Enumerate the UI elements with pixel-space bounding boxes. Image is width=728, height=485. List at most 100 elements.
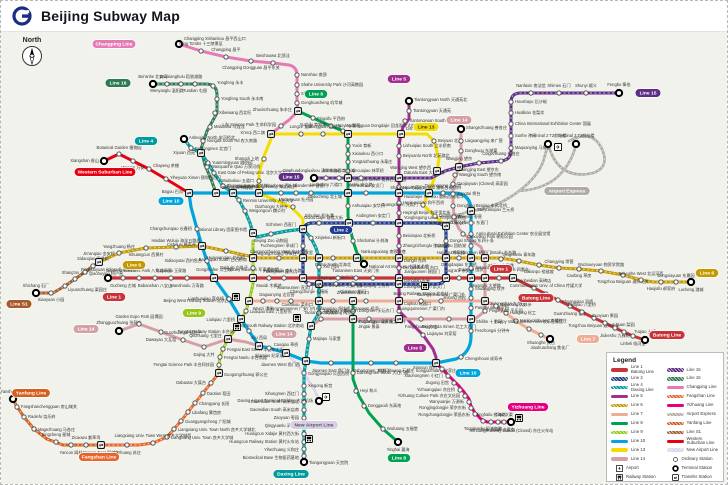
station-gucheng[interactable]: Gucheng 古城: [110, 275, 136, 288]
station-xiaoyuan[interactable]: Xiaoyuan 小园: [38, 290, 64, 302]
station-jiangtai[interactable]: Jiangtai 将台: [450, 190, 481, 197]
station-ping'anli[interactable]: ⇄Ping'anli 平安里: [284, 249, 323, 262]
station-fengbo[interactable]: Fengbo 俸伯: [607, 81, 631, 98]
station-yongtaizhuang[interactable]: Yongtaizhuang 永泰庄: [345, 158, 392, 165]
station-babaoshan[interactable]: Babaoshan 八宝山: [138, 275, 172, 288]
station-haidian[interactable]: Haidian Wuluju 海淀五路居: [151, 237, 201, 250]
station-liyuanzhuang[interactable]: Liyuanzhuang 栗园庄: [62, 283, 107, 292]
station-hepingxiqiao[interactable]: Hepingxiqiao 和平西桥: [396, 199, 444, 206]
station-terminal[interactable]: Terminal 3 T3航站楼: [557, 132, 595, 149]
station-liyuan[interactable]: Liyuan 梨园: [613, 321, 635, 335]
station-panjiayuan[interactable]: Panjiayuan 潘家园: [468, 304, 509, 311]
station-datunlu[interactable]: ⇄Datunlu East 大屯路东: [395, 169, 445, 182]
station-liangxiang[interactable]: Liangxiang Univ. Town 良乡大学城: [164, 434, 233, 440]
station-wuzixueyuan[interactable]: Wuzixueyuan 物资学院路: [578, 261, 624, 274]
station-yizhuang[interactable]: Yizhuang Railway Station (Closed) 亦庄火车站: [469, 414, 553, 434]
station-changying[interactable]: Changying 常营: [545, 258, 574, 271]
station-shichahai[interactable]: Shichahai 什刹海: [350, 237, 389, 244]
station-liuliqiao[interactable]: Liuliqiao East 六里桥东: [243, 308, 292, 314]
station-shimen[interactable]: Shimen 石门: [547, 82, 571, 96]
station-beiyuanlu[interactable]: Beiyuanlu North 北苑路北: [396, 152, 450, 159]
station-garden[interactable]: Garden Expo Park 园博园: [115, 313, 163, 327]
station-botanical[interactable]: Botanical Garden 植物园: [96, 144, 142, 157]
station-yong'anli[interactable]: Yong'anli 永安里: [444, 267, 474, 281]
station-laiguangying[interactable]: Laiguangying 来广营: [458, 137, 503, 144]
station-fuxingmen[interactable]: ⇄Fuxingmen 复兴门: [263, 268, 307, 282]
station-bajiao[interactable]: Bajiao Amusement Park 八角游乐园: [106, 267, 172, 281]
station-dahongmen[interactable]: Dahongmen South 大红门南: [350, 369, 409, 376]
station-wangjing[interactable]: ⇄Wangjing West 望京西: [390, 164, 441, 175]
station-pingxifu[interactable]: Pingxifu 平西府: [317, 115, 345, 129]
station-wanzi[interactable]: Wanzi 湾子: [253, 298, 274, 311]
station-wangfujing[interactable]: Wangfujing 王府井: [356, 275, 390, 288]
station-fangzhuang[interactable]: Fangzhuang 方庄: [405, 316, 437, 329]
station-dengshikou[interactable]: Dengshikou 灯市口: [396, 264, 438, 271]
station-zhongguancun[interactable]: Zhongguancun 中关村: [220, 182, 268, 189]
station-wanshoulu[interactable]: Wanshoulu 万寿路: [170, 275, 204, 288]
station-qinghuadongluxikou[interactable]: Qinghuadongluxikou 清华东路西口: [282, 167, 346, 183]
station-huayuanqiao[interactable]: Huayuanqiao 花园桥: [207, 248, 245, 260]
station-cuigezhuang[interactable]: Cuigezhuang 崔各庄: [482, 150, 520, 164]
station-chengshousi[interactable]: Chengshousi 成寿寺: [458, 354, 502, 361]
station-xingcheng[interactable]: Xingcheng 星城: [42, 431, 71, 445]
station-majiapu[interactable]: Majiapu 马家堡: [306, 335, 341, 342]
station-rongjingdongjie[interactable]: Rongjingdongjie 荣京东街: [419, 404, 474, 411]
station-baliqiao[interactable]: Baliqiao 八里桥: [568, 301, 596, 315]
station-tongzhou[interactable]: Tongzhou Beiyuan 通州北苑: [568, 315, 620, 328]
station-puhuangyu[interactable]: ⇄Puhuangyu 蒲黄榆: [359, 315, 403, 324]
station-xingong[interactable]: Xingong 新宫: [301, 382, 332, 389]
station-wudaokou[interactable]: Wudaokou 五道口: [221, 177, 262, 184]
station-shaoyaoju[interactable]: ⇄Shaoyaoju 芍药居: [390, 184, 433, 197]
station-yuanmingyuan[interactable]: Yuanmingyuan 圆明园: [205, 160, 253, 166]
station-liangmaqiao[interactable]: Liangmaqiao 亮马桥: [429, 219, 474, 226]
station-tiantongyuan[interactable]: Tiantongyuan North 天通苑北: [404, 96, 467, 106]
station-yancun[interactable]: Yancun 阎村: [60, 442, 83, 455]
station-nanshao[interactable]: Nanshao 南邵: [294, 71, 327, 78]
station-yinghai[interactable]: Yinghai 瀛海: [387, 437, 410, 452]
station-raolefu[interactable]: Raolefu 饶乐府: [21, 413, 56, 420]
station-pingleyuan[interactable]: Pingleyuan 平乐园: [482, 307, 523, 314]
station-yongfeng[interactable]: Yongfeng 永丰: [210, 79, 244, 89]
station-ming[interactable]: Ming Tombs 十三陵景区: [179, 40, 223, 54]
station-mudanyuan[interactable]: Mudanyuan 牡丹园: [279, 190, 314, 202]
station-dongsi[interactable]: ⇄Dongsi 东四: [395, 254, 426, 263]
station-jishuitan[interactable]: Jishuitan 积水潭: [304, 212, 334, 226]
station-daotian[interactable]: Daotian 稻田: [200, 390, 231, 396]
station-sunhe[interactable]: Sunhe 孙河: [508, 132, 536, 139]
station-suzhou[interactable]: ⇄Suzhou Street 苏州街: [212, 183, 260, 197]
station-dongsi[interactable]: Dongsi Shitiao 东四十条: [443, 237, 494, 244]
station-guogongzhuang[interactable]: ⇄Guogongzhuang 郭公庄: [215, 369, 268, 377]
station-wufutang[interactable]: Wufutang 五福堂: [380, 425, 418, 432]
station-tiantongyuan[interactable]: Tiantongyuan South 天通苑南: [402, 117, 463, 124]
station-baishiqiao[interactable]: ⇄Baishiqiao South 白石桥南: [199, 254, 257, 262]
station-huoying[interactable]: ⇄Huoying 霍营: [336, 122, 360, 138]
station-xiaocun[interactable]: Xiaocun 肖村: [413, 364, 445, 372]
station-qingnianlu[interactable]: Qingnianlu 青年路: [503, 251, 536, 264]
station-dawanglu[interactable]: ⇄Dawanglu 大望路: [469, 274, 501, 288]
station-beitucheng[interactable]: ⇄Beitucheng 北土城: [308, 189, 352, 199]
station-changping[interactable]: Changping Dongguan 昌平东关: [222, 58, 280, 70]
station-xibeiwang[interactable]: Xibeiwang 西北旺: [212, 109, 251, 116]
station-libafang[interactable]: Libafang 篱笆房: [185, 409, 221, 415]
station-guangximen[interactable]: Guangximen 光熙门: [381, 201, 426, 208]
station-terminal[interactable]: ✈Terminal 2 T2航站楼: [529, 132, 566, 151]
station-jin'anqiao[interactable]: ⇄Jin'anqiao 金安桥: [83, 250, 115, 266]
station-zhangguozhuang[interactable]: Zhangguozhuang 张郭庄: [96, 319, 142, 336]
station-dabaotai[interactable]: Dabaotai 大葆台: [176, 379, 214, 386]
station-tiananmen[interactable]: Tiananmen East 天安门东: [332, 267, 380, 281]
station-zaoying[interactable]: Zaoying 枣营: [451, 213, 482, 220]
station-fenzhongsi[interactable]: Fenzhongsi 分钟寺: [468, 327, 510, 334]
station-xihongmen[interactable]: Xihongmen 西红门: [265, 390, 307, 397]
station-hualikan[interactable]: Hualikan 花梨坎: [508, 109, 544, 116]
station-changchunjie[interactable]: Changchunjie 长椿街: [290, 281, 328, 294]
station-huagong[interactable]: Huagong 化工: [503, 309, 536, 316]
station-hujialou[interactable]: ⇄Hujialou 呼家楼: [437, 249, 475, 262]
station-beixinqiao[interactable]: Beixinqiao 北新桥: [396, 232, 435, 239]
station-caofang[interactable]: Caofang 草房: [567, 266, 592, 278]
station-yihezhuang[interactable]: Yihezhuang 义和庄: [264, 446, 307, 452]
station-yuxin[interactable]: Yuxin 育新: [345, 142, 371, 149]
station-yuquanlu[interactable]: Yuquanlu 玉泉路: [156, 267, 187, 281]
station-jiaomen[interactable]: ⇄Jiaomen West 角门西: [261, 357, 310, 367]
station-xidiaoyutai[interactable]: Xidiaoyutai 西钓鱼台: [164, 257, 210, 264]
station-guangqumenwai[interactable]: Guangqumenwai 广渠门外: [417, 291, 465, 304]
